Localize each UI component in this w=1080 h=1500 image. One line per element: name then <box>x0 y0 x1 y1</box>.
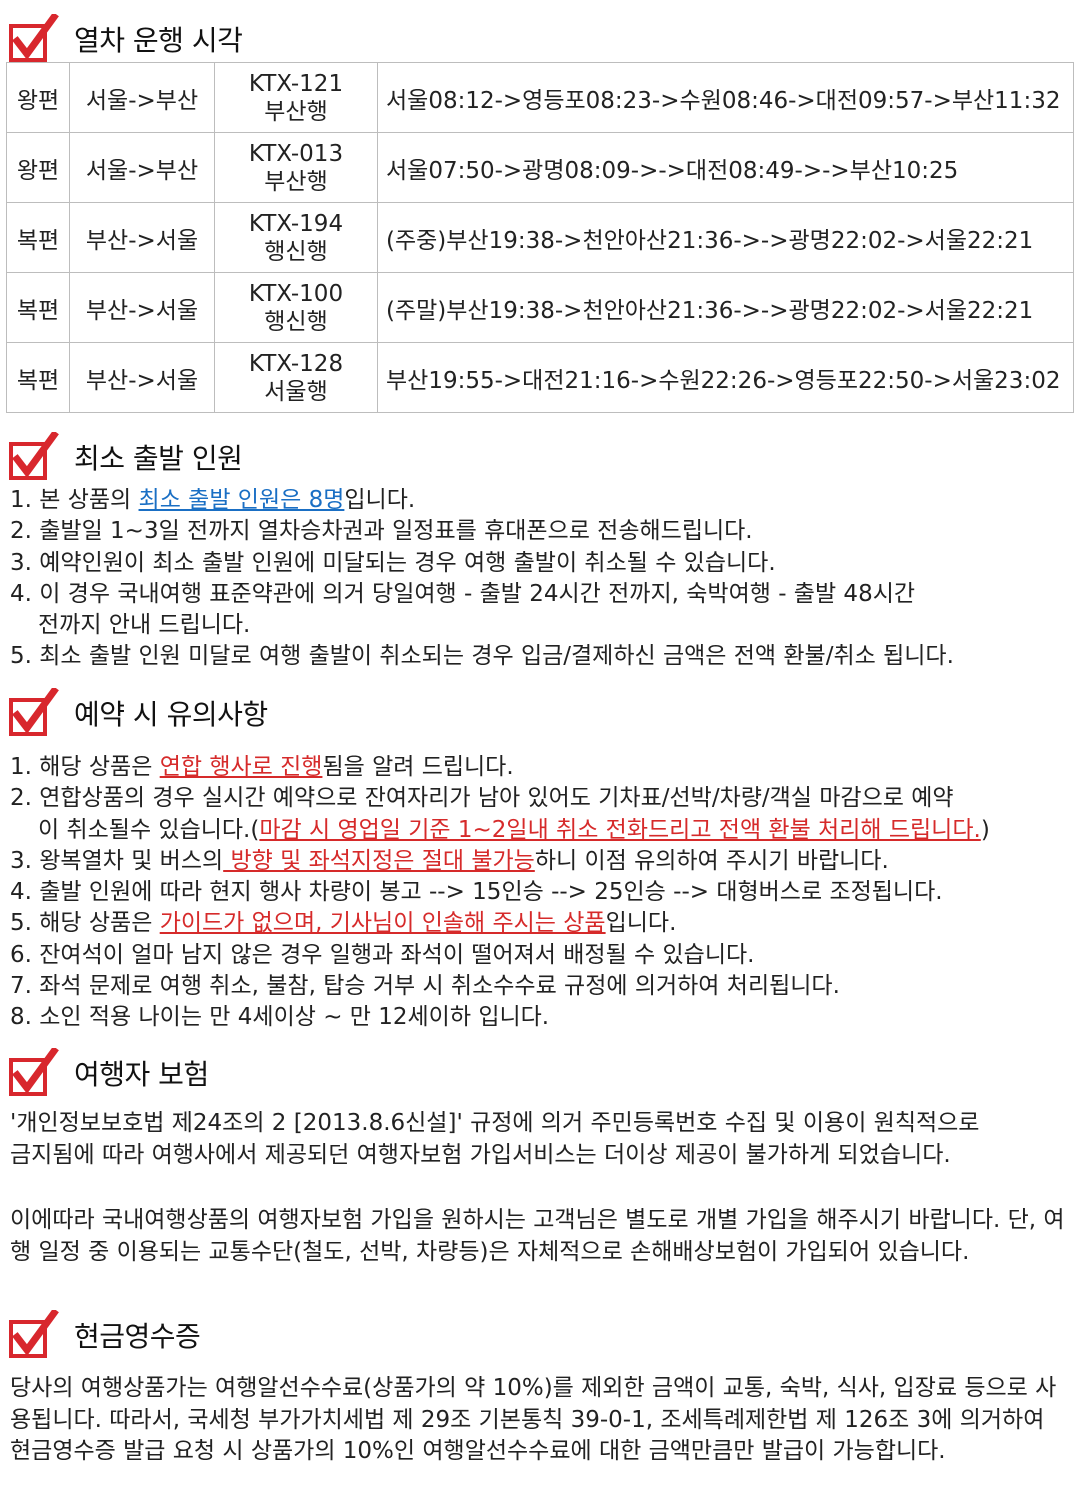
train-destination: 서울행 <box>264 378 328 405</box>
schedule-section-header: 열차 운행 시각 <box>8 14 243 64</box>
paragraph-line: 금지됨에 따라 여행사에서 제공되던 여행자보험 가입서비스는 더이상 제공이 … <box>10 1141 951 1168</box>
section-title-receipt: 현금영수증 <box>74 1320 201 1353</box>
notes-highlight: 가이드가 없으며, 기사님이 인솔해 주시는 상품 <box>159 910 606 937</box>
item-text: ) <box>980 816 990 843</box>
list-item: 2. 연합상품의 경우 실시간 예약으로 잔여자리가 남아 있어도 기차표/선박… <box>10 783 990 846</box>
item-text: 1. 본 상품의 <box>10 487 139 513</box>
direction-cell: 왕편 <box>6 132 70 203</box>
item-continuation: 전까지 안내 드립니다. <box>38 612 251 639</box>
train-destination: 부산행 <box>264 168 328 195</box>
list-item: 3. 예약인원이 최소 출발 인원에 미달되는 경우 여행 출발이 취소될 수 … <box>10 549 776 576</box>
notes-highlight: 마감 시 영업일 기준 1~2일내 취소 전화드리고 전액 환불 처리해 드립니… <box>259 816 981 843</box>
notes-highlight: 연합 행사로 진행 <box>159 754 323 780</box>
item-text: 이 취소될수 있습니다.( <box>38 816 260 843</box>
times-cell: 부산19:55->대전21:16->수원22:26->영등포22:50->서울2… <box>377 342 1074 413</box>
times-cell: (주중)부산19:38->천안아산21:36->->광명22:02->서울22:… <box>377 202 1074 273</box>
list-item: 2. 출발일 1~3일 전까지 열차승차권과 일정표를 휴대폰으로 전송해드립니… <box>10 518 753 545</box>
list-item: 4. 출발 인원에 따라 현지 행사 차량이 봉고 --> 15인승 --> 2… <box>10 879 943 906</box>
paragraph-line: '개인정보보호법 제24조의 2 [2013.8.6신설]' 규정에 의거 주민… <box>10 1110 980 1136</box>
list-item: 1. 해당 상품은 연합 행사로 진행됨을 알려 드립니다. <box>10 752 990 783</box>
train-number: KTX-128 <box>248 350 344 377</box>
item-text: 2. 연합상품의 경우 실시간 예약으로 잔여자리가 남아 있어도 기차표/선박… <box>10 785 954 812</box>
min-people-highlight: 최소 출발 인원은 8명 <box>138 487 345 513</box>
route-cell: 부산->서울 <box>69 342 215 413</box>
section-title-notes: 예약 시 유의사항 <box>74 698 268 731</box>
list-item: 7. 좌석 문제로 여행 취소, 불참, 탑승 거부 시 취소수수료 규정에 의… <box>10 973 840 1000</box>
section-title-schedule: 열차 운행 시각 <box>74 24 243 57</box>
item-text: 4. 이 경우 국내여행 표준약관에 의거 당일여행 - 출발 24시간 전까지… <box>10 580 916 607</box>
item-continuation: 이 취소될수 있습니다.(마감 시 영업일 기준 1~2일내 취소 전화드리고 … <box>10 815 990 846</box>
item-text: 3. 왕복열차 및 버스의 <box>10 847 224 874</box>
train-destination: 행신행 <box>264 308 328 335</box>
checkmark-icon <box>8 1048 62 1098</box>
direction-cell: 왕편 <box>6 62 70 133</box>
item-text: 입니다. <box>344 487 416 513</box>
item-text: 1. 해당 상품은 <box>10 754 160 780</box>
train-number: KTX-013 <box>248 140 344 167</box>
checkmark-icon <box>8 14 62 64</box>
notes-section-header: 예약 시 유의사항 <box>8 688 268 738</box>
times-cell: 서울07:50->광명08:09->->대전08:49->->부산10:25 <box>377 132 1074 203</box>
list-item: 4. 이 경우 국내여행 표준약관에 의거 당일여행 - 출발 24시간 전까지… <box>10 579 954 642</box>
list-item: 6. 잔여석이 얼마 남지 않은 경우 일행과 좌석이 떨어져서 배정될 수 있… <box>10 941 755 968</box>
direction-cell: 복편 <box>6 202 70 273</box>
list-item: 8. 소인 적용 나이는 만 4세이상 ~ 만 12세이하 입니다. <box>10 1004 550 1031</box>
train-number: KTX-194 <box>248 210 344 237</box>
section-title-insurance: 여행자 보험 <box>74 1058 209 1091</box>
receipt-paragraph: 당사의 여행상품가는 여행알선수수료(상품가의 약 10%)를 제외한 금액이 … <box>10 1375 1057 1464</box>
list-item: 1. 본 상품의 최소 출발 인원은 8명입니다. <box>10 485 954 516</box>
route-cell: 부산->서울 <box>69 202 215 273</box>
train-number: KTX-100 <box>248 280 344 307</box>
times-cell: (주말)부산19:38->천안아산21:36->->광명22:02->서울22:… <box>377 272 1074 343</box>
checkmark-icon <box>8 1310 62 1360</box>
receipt-section-header: 현금영수증 <box>8 1310 201 1360</box>
checkmark-icon <box>8 688 62 738</box>
booking-notes-list: 1. 해당 상품은 연합 행사로 진행됨을 알려 드립니다. 2. 연합상품의 … <box>10 752 990 1034</box>
min-people-section-header: 최소 출발 인원 <box>8 432 243 482</box>
direction-cell: 복편 <box>6 342 70 413</box>
item-text: 5. 해당 상품은 <box>10 910 160 937</box>
train-destination: 부산행 <box>264 98 328 125</box>
route-cell: 서울->부산 <box>69 62 215 133</box>
insurance-paragraph-2: 이에따라 국내여행상품의 여행자보험 가입을 원하시는 고객님은 별도로 개별 … <box>10 1207 1065 1265</box>
list-item: 3. 왕복열차 및 버스의 방향 및 좌석지정은 절대 불가능하니 이점 유의하… <box>10 846 990 877</box>
notes-highlight: 방향 및 좌석지정은 절대 불가능 <box>223 847 535 874</box>
list-item: 5. 해당 상품은 가이드가 없으며, 기사님이 인솔해 주시는 상품입니다. <box>10 908 990 939</box>
list-item: 5. 최소 출발 인원 미달로 여행 출발이 취소되는 경우 입금/결제하신 금… <box>10 643 954 670</box>
times-cell: 서울08:12->영등포08:23->수원08:46->대전09:57->부산1… <box>377 62 1074 133</box>
insurance-section-header: 여행자 보험 <box>8 1048 209 1098</box>
item-text: 하니 이점 유의하여 주시기 바랍니다. <box>534 847 889 874</box>
checkmark-icon <box>8 432 62 482</box>
train-number: KTX-121 <box>248 70 344 97</box>
direction-cell: 복편 <box>6 272 70 343</box>
insurance-paragraph-1: '개인정보보호법 제24조의 2 [2013.8.6신설]' 규정에 의거 주민… <box>10 1108 1070 1171</box>
item-text: 입니다. <box>605 910 677 937</box>
route-cell: 부산->서울 <box>69 272 215 343</box>
train-destination: 행신행 <box>264 238 328 265</box>
route-cell: 서울->부산 <box>69 132 215 203</box>
min-people-list: 1. 본 상품의 최소 출발 인원은 8명입니다. 2. 출발일 1~3일 전까… <box>10 485 954 673</box>
item-text: 됨을 알려 드립니다. <box>322 754 514 780</box>
section-title-min-people: 최소 출발 인원 <box>74 442 243 475</box>
